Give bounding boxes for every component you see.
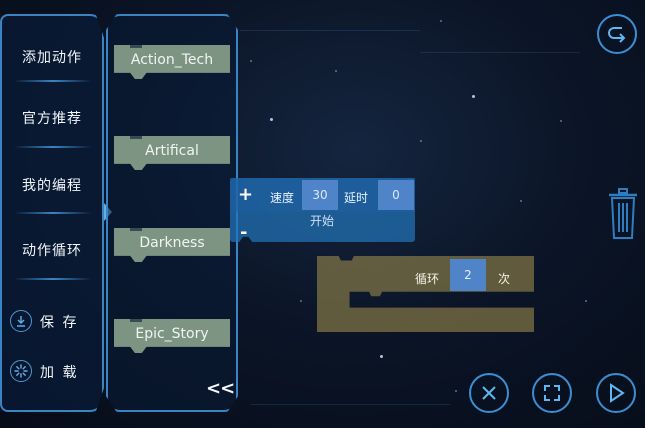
remove-step-button[interactable]: - xyxy=(240,222,248,243)
loop-times-label: 次 xyxy=(498,272,511,286)
save-label: 保 存 xyxy=(40,315,79,331)
theme-darkness-button[interactable]: Darkness xyxy=(114,228,230,262)
play-icon xyxy=(610,383,625,403)
fullscreen-icon xyxy=(544,385,560,401)
menu-item-action-loop[interactable]: 动作循环 xyxy=(22,243,82,259)
side-menu: 添加动作 官方推荐 我的编程 动作循环 保 存 加 载 xyxy=(0,14,104,412)
menu-divider xyxy=(14,80,92,82)
menu-item-official-recommend[interactable]: 官方推荐 xyxy=(22,111,82,127)
trash-icon xyxy=(609,188,637,239)
speed-input[interactable]: 30 xyxy=(302,180,338,210)
theme-panel xyxy=(106,14,238,412)
delay-label: 延时 xyxy=(344,191,369,205)
add-step-button[interactable]: + xyxy=(238,184,254,205)
loop-block[interactable] xyxy=(317,256,534,332)
trash-button[interactable] xyxy=(608,188,638,240)
start-block-title: 开始 xyxy=(310,214,335,228)
loop-label: 循环 xyxy=(415,272,440,286)
loading-icon xyxy=(10,360,32,382)
return-arrow-icon xyxy=(608,27,626,43)
menu-item-my-programs[interactable]: 我的编程 xyxy=(22,178,82,194)
collapse-panel-button[interactable]: << xyxy=(206,378,235,399)
close-button[interactable] xyxy=(469,373,509,413)
menu-item-add-action[interactable]: 添加动作 xyxy=(22,50,82,66)
menu-divider xyxy=(14,146,92,148)
speed-label: 速度 xyxy=(270,191,295,205)
download-icon xyxy=(10,310,32,332)
play-button[interactable] xyxy=(596,373,636,413)
menu-divider xyxy=(14,212,92,214)
load-label: 加 载 xyxy=(40,365,79,381)
fullscreen-button[interactable] xyxy=(532,373,572,413)
close-icon xyxy=(482,386,496,400)
delay-input[interactable]: 0 xyxy=(378,180,414,210)
menu-divider xyxy=(14,278,92,280)
back-button[interactable] xyxy=(597,14,637,54)
loop-count-input[interactable]: 2 xyxy=(450,259,486,291)
